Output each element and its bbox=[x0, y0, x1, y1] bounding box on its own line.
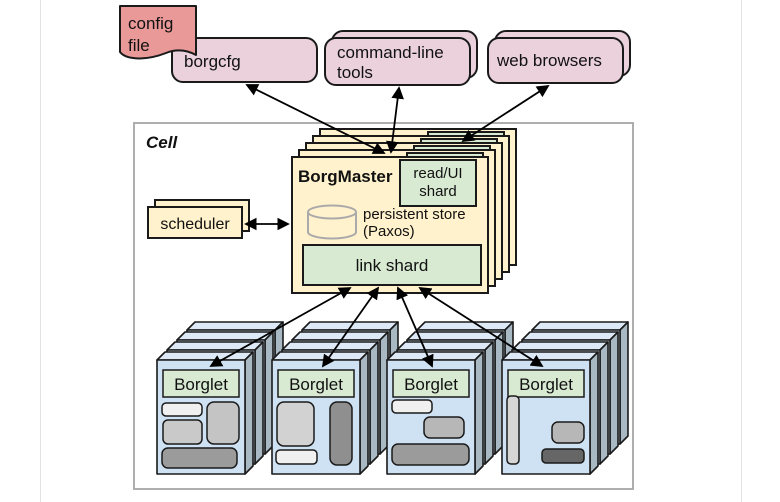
borglet-label-box-4 bbox=[507, 369, 585, 398]
task-rect bbox=[391, 443, 470, 466]
borgmaster-label: BorgMaster bbox=[298, 167, 393, 186]
arrow-clitools-borgmaster bbox=[386, 86, 404, 154]
task-rect bbox=[275, 449, 318, 465]
task-rect bbox=[206, 401, 240, 445]
task-rect bbox=[391, 399, 433, 414]
machine-stack-2: Borglet bbox=[271, 321, 399, 475]
borglet-label-box-3 bbox=[392, 369, 470, 398]
task-rect bbox=[161, 402, 203, 417]
command-line-tools-box: command-line tools bbox=[324, 30, 478, 86]
machine-stack-4: Borglet bbox=[501, 321, 629, 475]
persistent-store-line2: (Paxos) bbox=[363, 223, 415, 240]
web-browsers-box: web browsers bbox=[487, 30, 631, 84]
borglet-label-3: Borglet bbox=[404, 375, 458, 394]
arrow-browsers-readui bbox=[461, 84, 550, 143]
config-file-note: config file bbox=[119, 5, 197, 60]
scheduler-label: scheduler bbox=[160, 216, 230, 233]
borgmaster-front: read/UI shard BorgMaster persistent stor… bbox=[291, 156, 489, 294]
link-shard-box bbox=[302, 244, 482, 286]
borgmaster-stack: read/UI shard BorgMaster persistent stor… bbox=[291, 128, 517, 294]
read-ui-shard-box bbox=[399, 159, 477, 207]
task-rect bbox=[276, 401, 315, 447]
borglet-label-box-1 bbox=[162, 369, 240, 398]
task-rect bbox=[162, 419, 203, 445]
read-ui-shard-line2: shard bbox=[419, 183, 457, 200]
borglet-label-2: Borglet bbox=[289, 375, 343, 394]
task-rect bbox=[551, 421, 585, 444]
task-rect bbox=[506, 395, 520, 465]
borgcfg-label: borgcfg bbox=[184, 52, 241, 71]
web-browsers-label: web browsers bbox=[496, 51, 602, 70]
link-shard-label: link shard bbox=[356, 256, 429, 275]
arrow-borgcfg-borgmaster bbox=[245, 84, 386, 154]
borglet-label-1: Borglet bbox=[174, 375, 228, 394]
task-rect bbox=[541, 448, 585, 464]
cli-tools-line1: command-line bbox=[337, 43, 444, 62]
borgcfg-box: borgcfg bbox=[171, 37, 318, 83]
persistent-store-cylinder bbox=[307, 204, 357, 240]
machine-stack-3: Borglet bbox=[386, 321, 514, 475]
machine-stack-1: Borglet bbox=[156, 321, 284, 475]
read-ui-shard-line1: read/UI bbox=[413, 165, 462, 182]
arrows bbox=[209, 84, 550, 368]
cell-label: Cell bbox=[146, 133, 178, 152]
scheduler-stack: scheduler bbox=[147, 199, 250, 239]
cli-tools-line2: tools bbox=[337, 63, 373, 82]
task-rect bbox=[161, 447, 238, 469]
persistent-store-line1: persistent store bbox=[363, 206, 466, 223]
arrow-linkshard-borglet4 bbox=[418, 286, 544, 368]
arrow-linkshard-borglet2 bbox=[321, 286, 380, 368]
borglet-label-4: Borglet bbox=[519, 375, 573, 394]
config-file-line2: file bbox=[128, 36, 150, 55]
task-rect bbox=[329, 401, 353, 466]
config-file-line1: config bbox=[128, 14, 173, 33]
task-rect bbox=[423, 416, 465, 439]
borglet-label-box-2 bbox=[277, 369, 355, 398]
